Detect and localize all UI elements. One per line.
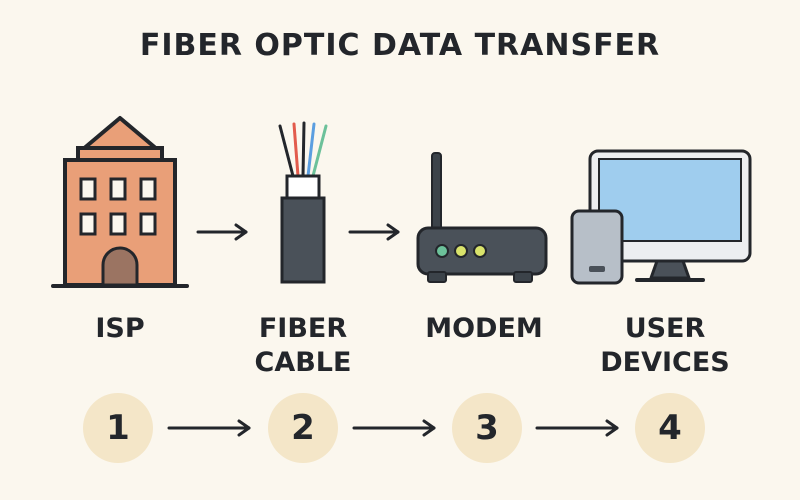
devices-icon [570,149,752,285]
arrow-step-1-to-2 [167,419,251,437]
step-4-badge: 4 [635,393,705,463]
label-isp: ISP [95,313,145,344]
diagram-title: FIBER OPTIC DATA TRANSFER [139,28,661,63]
arrow-step-2-to-3 [352,419,436,437]
step-3-badge: 3 [452,393,522,463]
modem-icon [416,152,548,283]
arrow-step-3-to-4 [535,419,619,437]
building-icon [51,116,189,288]
label-modem: MODEM [425,313,543,344]
step-2-badge: 2 [268,393,338,463]
arrow-isp-to-fiber [196,223,248,241]
arrow-fiber-to-modem [348,223,400,241]
fiber-cable-icon [278,121,328,284]
step-1-badge: 1 [83,393,153,463]
